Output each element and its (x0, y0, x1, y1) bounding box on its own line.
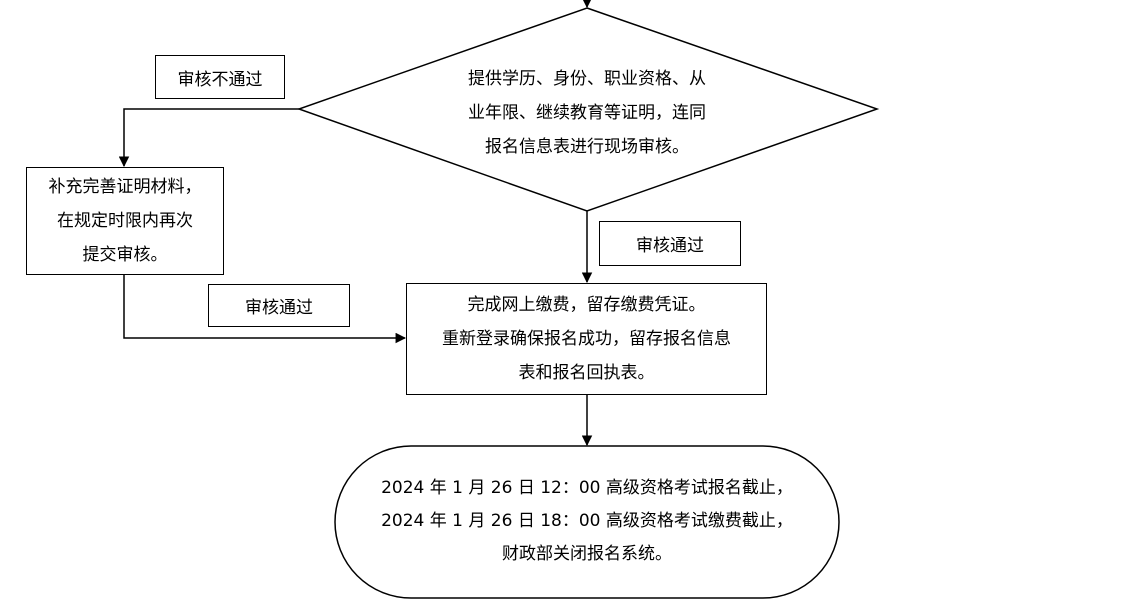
payment-box: 完成网上缴费，留存缴费凭证。 重新登录确保报名成功，留存报名信息 表和报名回执表… (406, 283, 767, 395)
decision-line: 报名信息表进行现场审核。 (485, 137, 689, 157)
supplement-line: 提交审核。 (82, 245, 168, 265)
terminal-line: 财政部关闭报名系统。 (502, 544, 672, 564)
reject-connector (118, 108, 299, 168)
resubmit-connector (123, 275, 407, 344)
payment-line: 表和报名回执表。 (518, 363, 655, 383)
decision-line: 业年限、继续教育等证明，连同 (468, 103, 706, 123)
reject-label: 审核不通过 (155, 55, 285, 99)
terminal-line: 2024 年 1 月 26 日 12：00 高级资格考试报名截止， (381, 478, 793, 498)
terminal-text: 2024 年 1 月 26 日 12：00 高级资格考试报名截止， 2024 年… (345, 472, 829, 571)
supplement-line: 补充完善证明材料， (48, 177, 202, 197)
payment-line: 重新登录确保报名成功，留存报名信息 (442, 329, 731, 349)
terminal-shape (334, 445, 840, 599)
pass-label-left: 审核通过 (208, 284, 350, 327)
supplement-box: 补充完善证明材料， 在规定时限内再次 提交审核。 (26, 167, 224, 275)
pass-label-right: 审核通过 (599, 221, 741, 266)
decision-text: 提供学历、身份、职业资格、从 业年限、继续教育等证明，连同 报名信息表进行现场审… (437, 62, 737, 164)
decision-line: 提供学历、身份、职业资格、从 (468, 69, 706, 89)
terminal-line: 2024 年 1 月 26 日 18：00 高级资格考试缴费截止， (381, 511, 793, 531)
supplement-line: 在规定时限内再次 (57, 211, 193, 231)
payment-line: 完成网上缴费，留存缴费凭证。 (467, 295, 706, 315)
